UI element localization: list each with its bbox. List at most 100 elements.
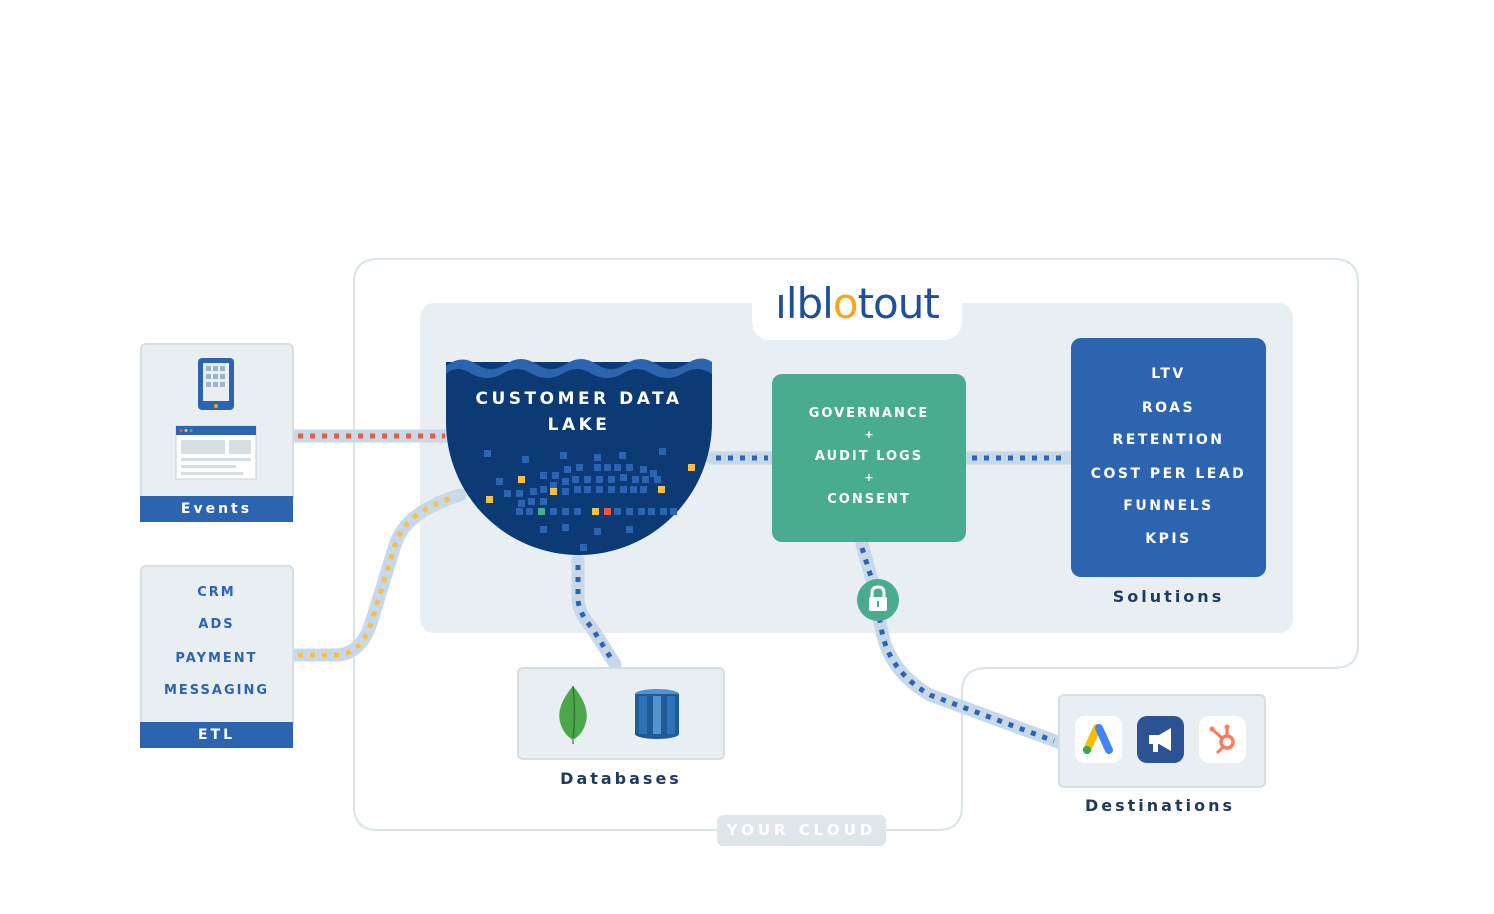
solution-retention: RETENTION xyxy=(1112,432,1225,448)
data-pixel xyxy=(654,476,661,483)
data-pixel xyxy=(594,464,601,471)
etl-item-messaging: MESSAGING xyxy=(163,683,270,698)
etl-to-lake-path xyxy=(285,488,467,662)
data-pixel xyxy=(620,474,627,481)
data-pixel xyxy=(630,486,637,493)
lock-icon xyxy=(857,579,899,621)
etl-item-crm: CRM xyxy=(197,585,236,600)
mongodb-icon xyxy=(559,685,587,744)
data-pixel xyxy=(642,476,649,483)
solution-funnels: FUNNELS xyxy=(1123,498,1214,514)
destinations-dots xyxy=(859,547,1055,744)
google-ads-tile xyxy=(1075,716,1122,763)
data-pixel xyxy=(550,488,557,495)
hubspot-tile xyxy=(1199,716,1246,763)
data-pixel xyxy=(540,498,547,505)
data-pixels xyxy=(484,448,695,551)
data-pixel xyxy=(650,470,657,477)
data-pixel xyxy=(594,528,601,535)
data-pixel xyxy=(540,486,547,493)
data-pixel xyxy=(574,486,581,493)
data-pixel xyxy=(584,476,591,483)
governance-label: GOVERNANCE xyxy=(808,406,930,421)
solution-kpis: KPIS xyxy=(1145,531,1192,547)
data-pixel xyxy=(504,490,511,497)
data-pixel xyxy=(526,508,533,515)
your-cloud-badge: YOUR CLOUD xyxy=(717,815,886,846)
hubspot-icon xyxy=(1209,724,1235,755)
data-pixel xyxy=(626,464,633,471)
data-pixel xyxy=(550,482,557,489)
databases-card xyxy=(517,667,725,760)
solution-roas: ROAS xyxy=(1141,400,1196,416)
audit-logs-label: AUDIT LOGS xyxy=(814,449,924,464)
data-pixel xyxy=(550,508,557,515)
lake-title-line1: CUSTOMER DATA xyxy=(475,389,683,409)
data-pixel xyxy=(540,472,547,479)
data-pixel xyxy=(604,508,611,515)
data-pixel xyxy=(562,478,569,485)
data-pixel xyxy=(620,486,627,493)
data-pixel xyxy=(528,498,535,505)
data-pixel xyxy=(518,476,525,483)
logo-tab xyxy=(752,270,962,340)
google-ads-icon xyxy=(1083,724,1113,754)
data-pixel xyxy=(584,486,591,493)
data-pixel xyxy=(632,476,639,483)
data-pixel xyxy=(670,508,677,515)
data-pixel xyxy=(592,508,599,515)
data-pixel xyxy=(658,486,665,493)
campaign-megaphone-icon xyxy=(1149,728,1171,752)
data-pixel xyxy=(626,526,633,533)
solution-ltv: LTV xyxy=(1151,366,1186,382)
data-pixel xyxy=(552,472,559,479)
data-pixel xyxy=(660,508,667,515)
consent-label: CONSENT xyxy=(827,492,911,507)
data-pixel xyxy=(640,466,647,473)
data-pixel xyxy=(626,508,633,515)
data-pixel xyxy=(648,508,655,515)
data-pixel xyxy=(614,464,621,471)
etl-dots xyxy=(298,494,456,658)
data-lake-bowl xyxy=(446,358,712,555)
data-pixel xyxy=(608,476,615,483)
databases-dots xyxy=(575,565,615,662)
data-pixel xyxy=(596,476,603,483)
data-pixel xyxy=(659,448,666,455)
data-pixel xyxy=(560,452,567,459)
databases-label: Databases xyxy=(560,769,682,788)
events-label: Events xyxy=(140,496,293,522)
solutions-label: Solutions xyxy=(1112,587,1225,606)
governance-plus-2: + xyxy=(864,471,874,484)
data-pixel xyxy=(580,544,587,551)
etl-label: ETL xyxy=(140,722,293,748)
data-pixel xyxy=(638,508,645,515)
data-pixel xyxy=(516,508,523,515)
data-pixel xyxy=(562,508,569,515)
data-pixel xyxy=(562,524,569,531)
solution-cost-per-lead: COST PER LEAD xyxy=(1090,466,1247,482)
webpage-icon xyxy=(175,425,257,480)
data-pixel xyxy=(576,464,583,471)
data-pixel xyxy=(604,464,611,471)
campaign-tile xyxy=(1137,716,1184,763)
data-pixel xyxy=(518,500,525,507)
tablet-icon xyxy=(198,358,234,410)
data-pixel xyxy=(594,454,601,461)
data-pixel xyxy=(522,456,529,463)
data-pixel xyxy=(608,486,615,493)
data-pixel xyxy=(540,526,547,533)
governance-plus-1: + xyxy=(864,428,874,441)
etl-item-payment: PAYMENT xyxy=(175,651,258,666)
data-pixel xyxy=(564,466,571,473)
etl-item-ads: ADS xyxy=(198,617,235,632)
data-pixel xyxy=(614,508,621,515)
destinations-label: Destinations xyxy=(1084,796,1235,815)
data-pixel xyxy=(574,508,581,515)
governance-box xyxy=(772,374,966,542)
data-pixel xyxy=(516,490,523,497)
data-pixel xyxy=(538,508,545,515)
data-pixel xyxy=(484,450,491,457)
